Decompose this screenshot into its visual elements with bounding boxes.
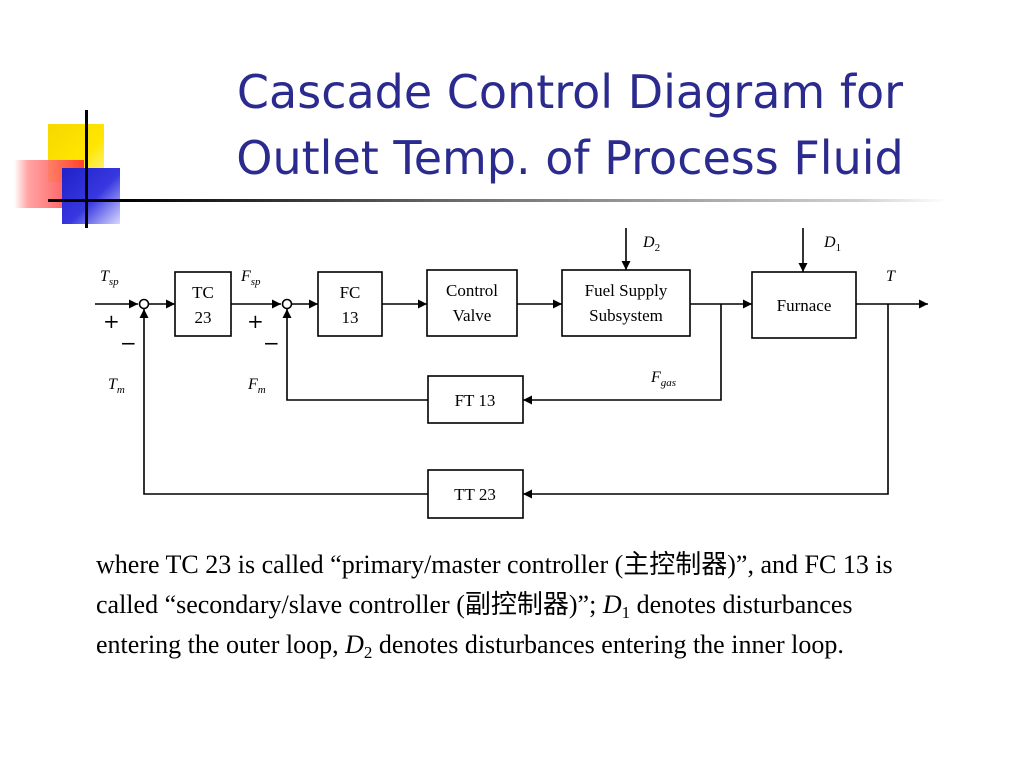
- cascade-control-diagram: TC 23 FC 13 Control Valve Fuel Supply Su…: [95, 228, 928, 519]
- fm-label: Fm: [247, 376, 266, 396]
- fuel-supply-label-line-1: Fuel Supply: [585, 281, 668, 300]
- caption-part-2: denotes disturbances entering the outer …: [96, 590, 853, 659]
- deco-blue-square: [62, 168, 120, 224]
- t-output-label: T: [886, 268, 896, 285]
- tc23-label-line-2: 23: [195, 308, 212, 327]
- d2-label: D2: [642, 234, 660, 254]
- minus-sign-inner: −: [263, 331, 280, 355]
- tsp-label: Tsp: [100, 268, 119, 288]
- plus-sign-inner: +: [247, 309, 264, 333]
- fgas-label: Fgas: [650, 369, 676, 389]
- fc13-label-line-1: FC: [340, 283, 361, 302]
- ft13-label: FT 13: [455, 391, 496, 410]
- plus-sign-outer: +: [103, 309, 120, 333]
- fuel-supply-block: [561, 269, 691, 337]
- tt23-block: [427, 469, 524, 519]
- control-valve-label-line-2: Valve: [453, 306, 492, 325]
- inner-feedback-to-ft: [523, 304, 722, 405]
- minus-sign-outer: −: [120, 331, 137, 355]
- tt23-label: TT 23: [454, 485, 496, 504]
- slide-title-line-1: Cascade Control Diagram for: [236, 65, 904, 119]
- caption-d1-symbol: D: [602, 590, 622, 619]
- caption-part-1: where TC 23 is called “primary/master co…: [96, 550, 893, 619]
- outer-feedback-to-tt: [523, 304, 889, 499]
- fsp-label: Fsp: [240, 268, 261, 288]
- control-valve-block: [426, 269, 518, 337]
- slide-title-line-2: Outlet Temp. of Process Fluid: [236, 131, 904, 185]
- tc23-block: [174, 271, 232, 337]
- furnace-label: Furnace: [777, 296, 832, 315]
- deco-vertical-line: [85, 110, 88, 228]
- inner-feedback-fm: [282, 309, 428, 401]
- fc13-label-line-2: 13: [342, 308, 359, 327]
- caption-part-3: denotes disturbances entering the inner …: [372, 630, 844, 659]
- caption-d2-subscript: 2: [363, 643, 373, 662]
- title-underline: [48, 199, 948, 202]
- caption-d2-symbol: D: [345, 630, 364, 659]
- furnace-block: [751, 271, 857, 339]
- fc13-block: [317, 271, 383, 337]
- fuel-supply-label-line-2: Subsystem: [589, 306, 663, 325]
- control-valve-label-line-1: Control: [446, 281, 498, 300]
- d1-label: D1: [823, 234, 841, 254]
- ft13-block: [427, 375, 524, 424]
- caption-d1-subscript: 1: [621, 603, 631, 622]
- caption-text: where TC 23 is called “primary/master co…: [96, 545, 916, 665]
- outer-feedback-tm: [139, 309, 428, 495]
- tm-label: Tm: [108, 376, 125, 396]
- summing-junction-inner: [281, 298, 293, 310]
- tc23-label-line-1: TC: [192, 283, 214, 302]
- summing-junction-outer: [138, 298, 150, 310]
